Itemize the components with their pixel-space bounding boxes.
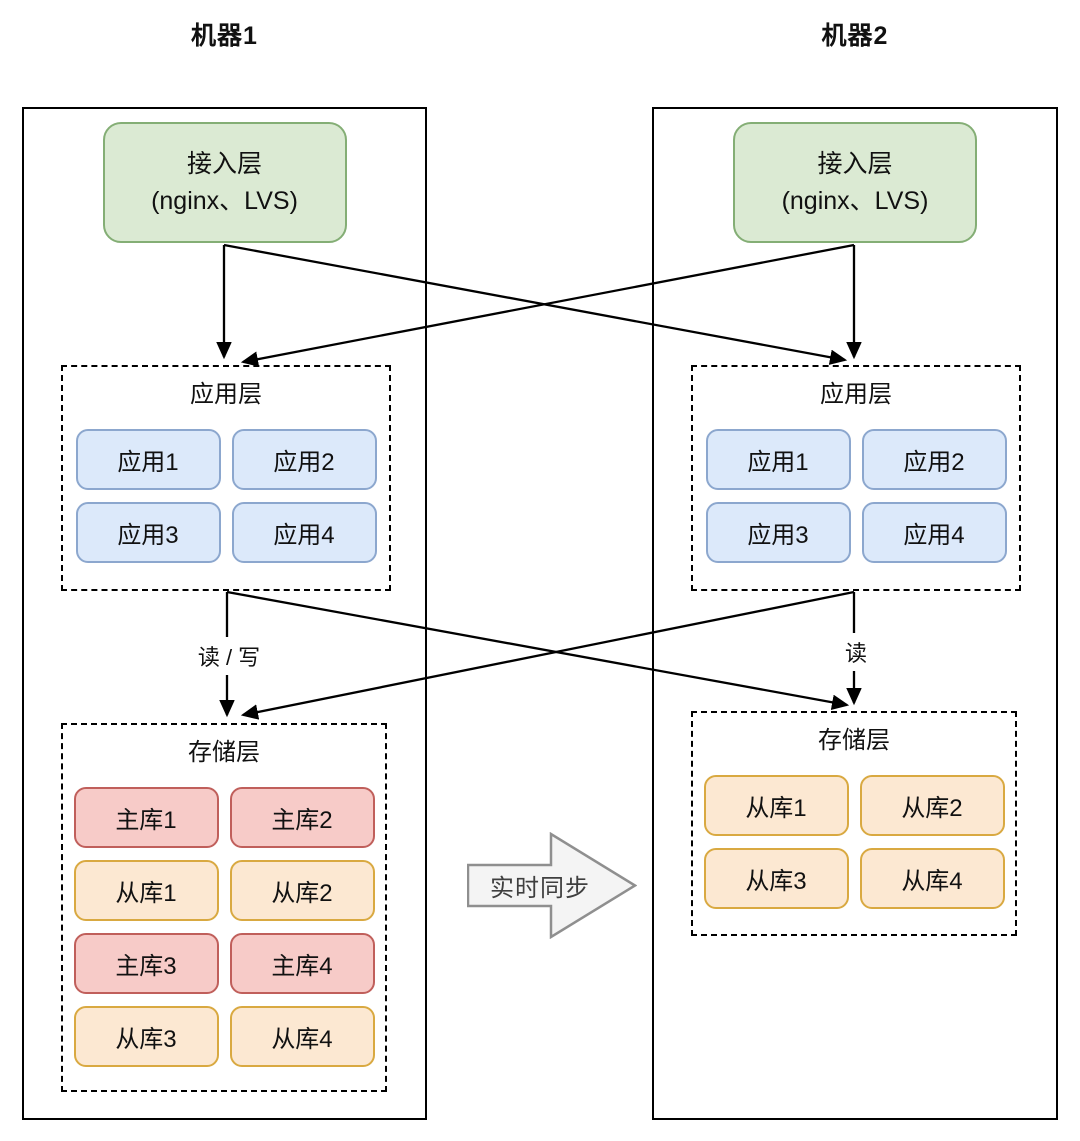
m2-access-layer-label: 接入层 [817, 150, 893, 179]
block-arrow-icon [467, 832, 637, 939]
machine1-title: 机器1 [191, 22, 258, 50]
m2-db-node-slave2: 从库2 [859, 775, 1005, 836]
m2-app-layer-title: 应用层 [820, 381, 892, 408]
m2-storage-layer-group: 存储层 从库1 从库2 从库3 从库4 [691, 711, 1017, 936]
m1-db-node-slave3: 从库3 [73, 1006, 219, 1067]
machine2-panel: 接入层 (nginx、LVS) 应用层 应用1 应用2 应用3 应用4 存储层 … [652, 107, 1058, 1120]
m1-db-node-slave2: 从库2 [229, 860, 375, 921]
m2-storage-grid: 从库1 从库2 从库3 从库4 [693, 775, 1015, 909]
m1-app-node-4: 应用4 [231, 502, 377, 563]
m1-access-layer-sublabel: (nginx、LVS) [151, 186, 298, 215]
m2-app-layer-group: 应用层 应用1 应用2 应用3 应用4 [691, 365, 1021, 591]
m1-db-node-master1: 主库1 [73, 787, 219, 848]
read-write-label: 读 / 写 [190, 637, 268, 675]
m2-db-node-slave1: 从库1 [703, 775, 849, 836]
m2-app-grid: 应用1 应用2 应用3 应用4 [693, 429, 1019, 563]
m2-app-node-2: 应用2 [861, 429, 1007, 490]
m1-access-layer-label: 接入层 [186, 150, 262, 179]
m1-app-node-2: 应用2 [231, 429, 377, 490]
machine2-title: 机器2 [821, 22, 889, 50]
m1-db-node-master2: 主库2 [229, 787, 375, 848]
m1-app-grid: 应用1 应用2 应用3 应用4 [63, 429, 389, 563]
m1-storage-layer-title: 存储层 [188, 739, 260, 766]
m2-db-node-slave4: 从库4 [859, 848, 1005, 909]
read-label: 读 [837, 633, 875, 671]
m1-access-layer-node: 接入层 (nginx、LVS) [102, 122, 347, 243]
m2-app-node-1: 应用1 [705, 429, 851, 490]
m1-app-layer-group: 应用层 应用1 应用2 应用3 应用4 [61, 365, 391, 591]
m1-db-node-master4: 主库4 [229, 933, 375, 994]
m1-app-node-3: 应用3 [75, 502, 221, 563]
m1-app-node-1: 应用1 [75, 429, 221, 490]
m1-storage-layer-group: 存储层 主库1 主库2 从库1 从库2 主库3 主库4 从库3 从库4 [61, 723, 387, 1092]
m2-access-layer-node: 接入层 (nginx、LVS) [733, 122, 977, 243]
realtime-sync-arrow: 实时同步 [467, 832, 637, 939]
m2-app-node-4: 应用4 [861, 502, 1007, 563]
machine1-panel: 接入层 (nginx、LVS) 应用层 应用1 应用2 应用3 应用4 存储层 … [22, 107, 427, 1120]
m2-app-node-3: 应用3 [705, 502, 851, 563]
m1-db-node-slave1: 从库1 [73, 860, 219, 921]
m2-db-node-slave3: 从库3 [703, 848, 849, 909]
m1-db-node-master3: 主库3 [73, 933, 219, 994]
m1-storage-grid: 主库1 主库2 从库1 从库2 主库3 主库4 从库3 从库4 [63, 787, 385, 1067]
realtime-sync-label: 实时同步 [490, 875, 590, 902]
m2-access-layer-sublabel: (nginx、LVS) [781, 186, 929, 215]
m1-app-layer-title: 应用层 [190, 381, 262, 408]
m1-db-node-slave4: 从库4 [229, 1006, 375, 1067]
m2-storage-layer-title: 存储层 [818, 727, 890, 754]
